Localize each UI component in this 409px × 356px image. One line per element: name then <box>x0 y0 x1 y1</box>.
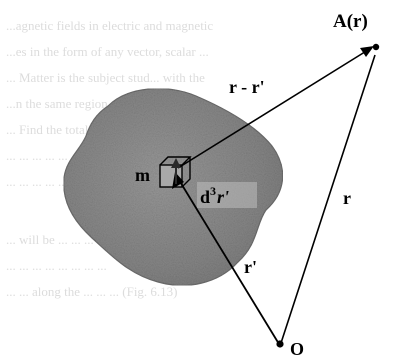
background-text-line: ...es in the form of any vector, scalar … <box>6 44 209 59</box>
label-volume-d: d <box>200 187 210 207</box>
background-text-line: ... ... along the ... ... ... (Fig. 6.13… <box>6 284 178 299</box>
element-arrow <box>171 158 181 184</box>
label-mass-m: m <box>135 165 150 185</box>
point-O-dot <box>276 340 284 348</box>
background-text-line: ... Matter is the subject stud... with t… <box>6 70 205 85</box>
label-volume-element: d3r' <box>200 184 229 207</box>
background-text-line: ... ... ... ... ... ... ... ... <box>6 258 107 273</box>
label-r-minus-r-prime: r - r' <box>229 77 265 97</box>
label-r-prime: r' <box>244 257 257 277</box>
volume-label-box <box>197 182 257 208</box>
label-volume-var: r' <box>217 187 229 207</box>
label-point-A: A(r) <box>333 11 368 32</box>
background-text-line: ... ... ... ... ... <box>6 174 68 189</box>
vector-r <box>280 54 376 344</box>
label-point-O: O <box>290 339 304 356</box>
label-volume-power: 3 <box>210 184 216 198</box>
label-r: r <box>343 188 351 208</box>
background-text-line: ...agnetic fields in electric and magnet… <box>6 18 213 33</box>
point-A-dot <box>372 43 380 51</box>
vector-r-minus-r-prime <box>177 46 374 169</box>
